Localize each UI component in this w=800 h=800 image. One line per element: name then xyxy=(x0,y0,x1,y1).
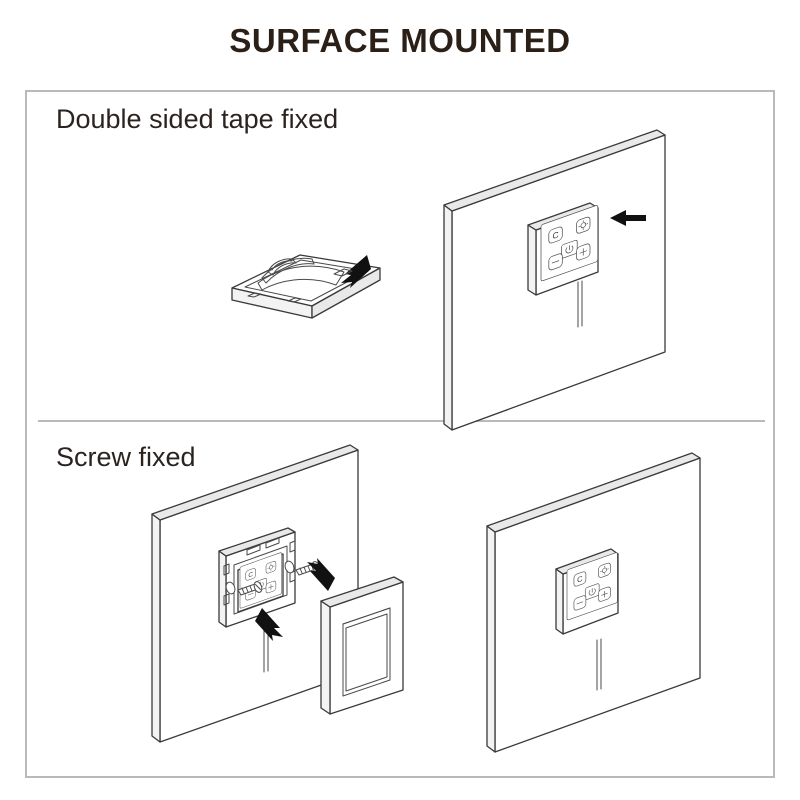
page-title: SURFACE MOUNTED xyxy=(229,22,571,59)
section-label-screw: Screw fixed xyxy=(56,442,196,472)
section-label-tape: Double sided tape fixed xyxy=(56,104,339,134)
section-divider xyxy=(38,420,765,422)
content-frame xyxy=(25,90,775,778)
